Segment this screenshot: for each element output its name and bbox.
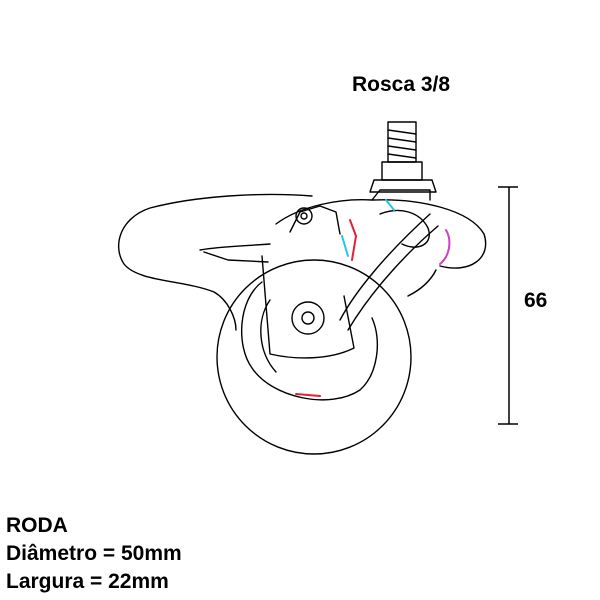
wheel-hub-rim	[241, 281, 378, 401]
brake-lever	[117, 193, 313, 331]
specs-diameter: Diâmetro = 50mm	[6, 542, 182, 565]
stem-nut	[381, 161, 423, 181]
fork-bracket	[261, 255, 355, 359]
height-dimension-label: 66	[524, 289, 548, 312]
specs-title: RODA	[6, 514, 68, 537]
wheel-specs: RODA Diâmetro = 50mm Largura = 22mm	[6, 512, 182, 596]
wheel-outline	[216, 259, 412, 455]
axle-bolt	[291, 301, 325, 335]
specs-width: Largura = 22mm	[6, 570, 169, 593]
thread-label: Rosca 3/8	[352, 73, 451, 96]
pivot-bolt	[295, 207, 313, 225]
